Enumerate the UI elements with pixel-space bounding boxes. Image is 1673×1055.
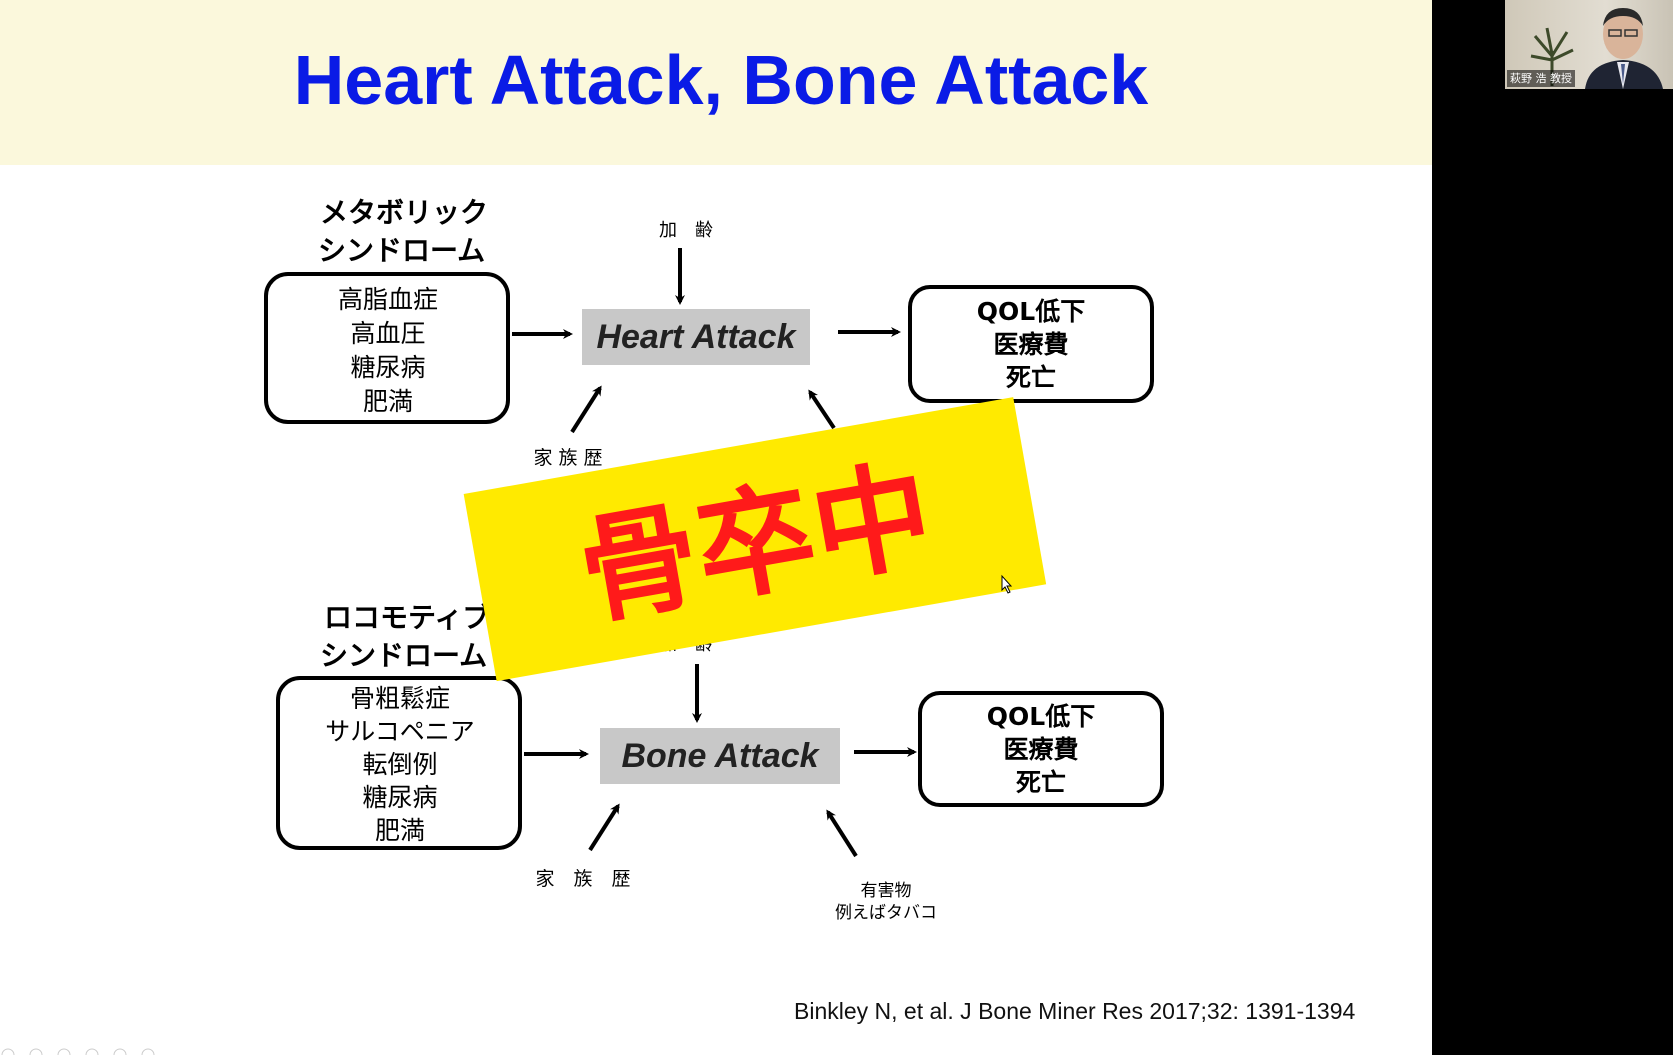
heart-right-arrow — [808, 389, 836, 430]
banner-background — [463, 397, 1047, 682]
speaker-name-tag: 萩野 浩 教授 — [1507, 70, 1575, 87]
bone-outcome-box — [918, 691, 1164, 807]
bone-outcome-item: 死亡 — [1016, 768, 1066, 797]
heart-outcome-item: QOL低下 — [977, 297, 1085, 326]
bone-risk-item: 骨粗鬆症 — [350, 684, 450, 713]
slide: Heart Attack, Bone Attack メタボリック シンドローム … — [0, 0, 1432, 1055]
heart-outcome-box — [908, 285, 1154, 403]
bone-harmful-label-line2: 例えばタバコ — [835, 903, 937, 923]
bone-section: ロコモティブ シンドローム 骨粗鬆症 サルコペニア 転倒例 糖尿病 肥満 Bon… — [276, 601, 1164, 923]
heart-aging-label: 加 齢 — [659, 220, 713, 241]
bone-group-label-line1: ロコモティブ — [324, 601, 490, 634]
heart-risk-item: 糖尿病 — [350, 353, 425, 382]
slide-progress-dots — [1, 1048, 155, 1055]
bone-outcome-item: 医療費 — [1003, 735, 1078, 764]
bone-harmful-arrow — [826, 809, 858, 858]
speaker-image — [1585, 8, 1663, 89]
heart-outcome-item: 医療費 — [993, 330, 1068, 359]
risk-diagram: メタボリック シンドローム 高脂血症 高血圧 糖尿病 肥満 Heart Atta… — [264, 196, 1164, 923]
bone-family-label: 家 族 歴 — [535, 868, 630, 890]
bone-risk-box — [276, 676, 522, 850]
bone-risk-item: 糖尿病 — [362, 783, 437, 812]
heart-family-arrow — [570, 385, 602, 434]
heart-group-label-line2: シンドローム — [318, 234, 485, 267]
heart-risk-item: 高血圧 — [350, 319, 425, 348]
bone-risk-item: 転倒例 — [362, 750, 437, 779]
bone-group-label-line2: シンドローム — [320, 639, 487, 672]
citation: Binkley N, et al. J Bone Miner Res 2017;… — [794, 998, 1356, 1024]
heart-outcome-item: 死亡 — [1006, 363, 1056, 392]
kossocchu-banner: 骨卒中 — [463, 397, 1047, 682]
bone-attack-box — [600, 728, 840, 784]
heart-risk-item: 肥満 — [363, 387, 413, 416]
heart-group-label-line1: メタボリック — [320, 196, 488, 229]
heart-section: メタボリック シンドローム 高脂血症 高血圧 糖尿病 肥満 Heart Atta… — [264, 196, 1154, 469]
bone-risk-item: サルコペニア — [325, 717, 475, 746]
cursor-icon — [1001, 574, 1013, 594]
speaker-video-thumbnail[interactable]: 萩野 浩 教授 — [1505, 0, 1673, 89]
bone-family-arrow — [588, 803, 620, 852]
heart-risk-item: 高脂血症 — [338, 285, 438, 314]
slide-title: Heart Attack, Bone Attack — [293, 41, 1149, 119]
bone-harmful-label-line1: 有害物 — [861, 881, 912, 901]
side-panel — [1432, 0, 1673, 1055]
heart-family-label: 家 族 歴 — [533, 447, 602, 469]
plant-image — [1530, 27, 1574, 86]
bone-attack-label: Bone Attack — [621, 737, 820, 775]
heart-attack-box — [582, 309, 810, 365]
bone-outcome-item: QOL低下 — [987, 702, 1095, 731]
title-band — [0, 0, 1432, 165]
heart-risk-box — [264, 272, 510, 424]
bone-risk-item: 肥満 — [375, 816, 425, 845]
heart-attack-label: Heart Attack — [596, 318, 797, 356]
